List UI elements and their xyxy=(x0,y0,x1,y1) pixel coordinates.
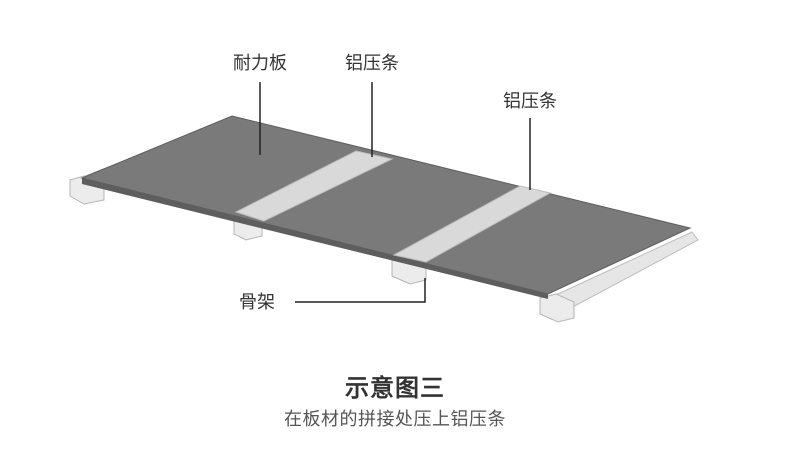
leader-line-frame xyxy=(295,278,426,303)
caption-title: 示意图三 xyxy=(345,374,445,402)
board-panel-edge xyxy=(82,178,548,299)
caption-subtitle: 在板材的拼接处压上铝压条 xyxy=(284,409,506,430)
label-strip-left: 铝压条 xyxy=(345,53,399,74)
label-board: 耐力板 xyxy=(233,53,287,74)
aluminium-strip-right xyxy=(392,185,552,263)
label-strip-right: 铝压条 xyxy=(503,91,557,112)
aluminium-strip-left xyxy=(234,150,394,222)
frame-end-block-front-right xyxy=(539,293,575,323)
label-frame: 骨架 xyxy=(239,292,275,313)
